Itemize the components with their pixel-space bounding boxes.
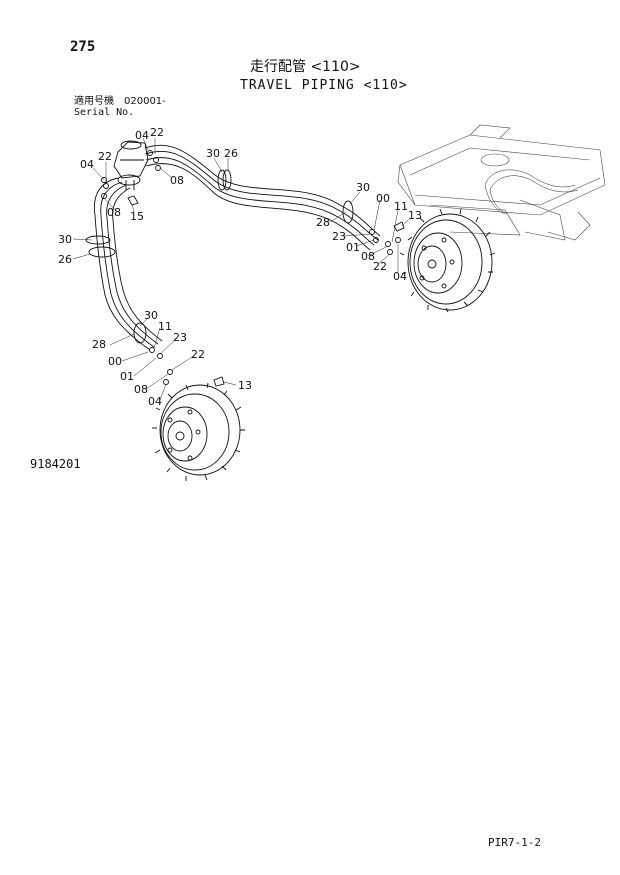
- track-frame-drawing: [397, 124, 606, 241]
- callout-30: 30: [58, 233, 72, 246]
- callout-22: 22: [150, 126, 164, 139]
- callout-labels: 04 22 04 22 08 08 15 30 26 30 26 30 00 1…: [58, 126, 422, 408]
- callout-08: 08: [107, 206, 121, 219]
- fittings: [101, 150, 405, 387]
- page-title: TRAVEL PIPING <110>: [240, 78, 408, 93]
- callout-28: 28: [316, 216, 330, 229]
- drawing-number: 9184201: [30, 457, 81, 471]
- page-number: 275: [70, 39, 96, 55]
- callout-01: 01: [346, 241, 360, 254]
- left-travel-motor: [152, 382, 245, 481]
- callout-28: 28: [92, 338, 106, 351]
- callout-22: 22: [98, 150, 112, 163]
- callout-30: 30: [206, 147, 220, 160]
- callout-00: 00: [108, 355, 122, 368]
- right-travel-motor: [399, 208, 496, 313]
- callout-08: 08: [361, 250, 375, 263]
- callout-26: 26: [224, 147, 238, 160]
- hose-bundle-right: [144, 144, 381, 251]
- hose-clamps: [85, 169, 354, 344]
- callout-04: 04: [135, 129, 149, 142]
- callout-00: 00: [376, 192, 390, 205]
- serial-applicability-label: 適用号機 020001-: [74, 96, 166, 107]
- callout-23: 23: [173, 331, 187, 344]
- callout-08: 08: [170, 174, 184, 187]
- callout-30: 30: [144, 309, 158, 322]
- callout-13: 13: [238, 379, 252, 392]
- callout-30: 30: [356, 181, 370, 194]
- callout-26: 26: [58, 253, 72, 266]
- callout-13: 13: [408, 209, 422, 222]
- callout-23: 23: [332, 230, 346, 243]
- callout-22: 22: [191, 348, 205, 361]
- callout-04: 04: [80, 158, 94, 171]
- callout-11: 11: [394, 200, 408, 213]
- leader-lines: [72, 137, 411, 401]
- callout-22: 22: [373, 260, 387, 273]
- callout-04: 04: [148, 395, 162, 408]
- page-code: PIR7-1-2: [488, 836, 541, 849]
- serial-number-label: Serial No.: [74, 107, 135, 118]
- callout-01: 01: [120, 370, 134, 383]
- callout-15: 15: [130, 210, 144, 223]
- page-title-japanese: 走行配管 <110>: [250, 59, 361, 75]
- callout-04: 04: [393, 270, 407, 283]
- hose-bundle-left: [93, 177, 163, 351]
- callout-11: 11: [158, 320, 172, 333]
- callout-08: 08: [134, 383, 148, 396]
